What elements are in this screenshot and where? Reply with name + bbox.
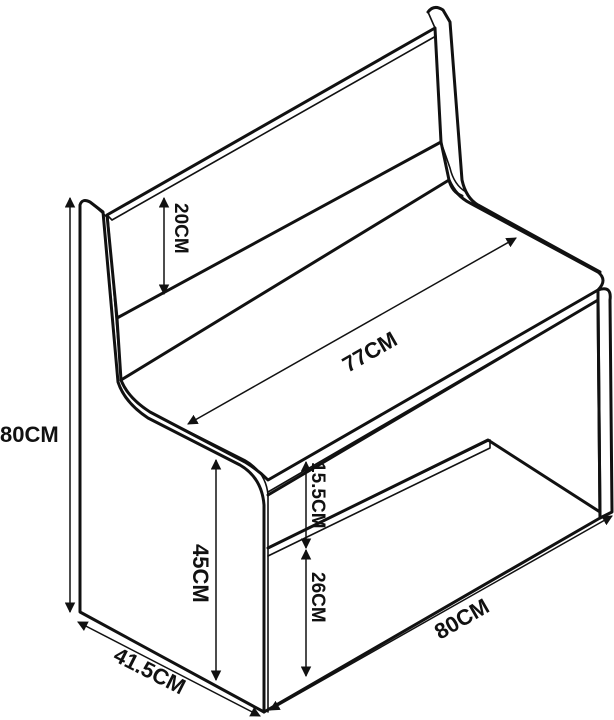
label-lower-clearance: 26CM — [307, 572, 328, 623]
label-compartment-height: 15.5CM — [307, 462, 328, 529]
back-panel-lower — [115, 140, 464, 382]
label-seat-height: 45CM — [188, 544, 213, 603]
label-backrest-height: 20CM — [170, 203, 191, 254]
right-back-upright-inner — [427, 11, 467, 193]
left-side-panel — [78, 199, 266, 714]
label-total-height: 80CM — [0, 422, 59, 447]
dim-inner-width-line — [187, 237, 517, 425]
backrest-board-edge — [106, 35, 437, 221]
left-panel-edge — [89, 201, 269, 713]
right-back-upright — [426, 5, 602, 274]
compartment-bottom-inner — [267, 439, 491, 557]
dim-width-line — [269, 515, 613, 711]
dimension-lines — [64, 196, 613, 717]
dim-depth-line — [77, 621, 261, 717]
backrest-board — [105, 26, 443, 320]
seat-surface — [119, 178, 605, 482]
